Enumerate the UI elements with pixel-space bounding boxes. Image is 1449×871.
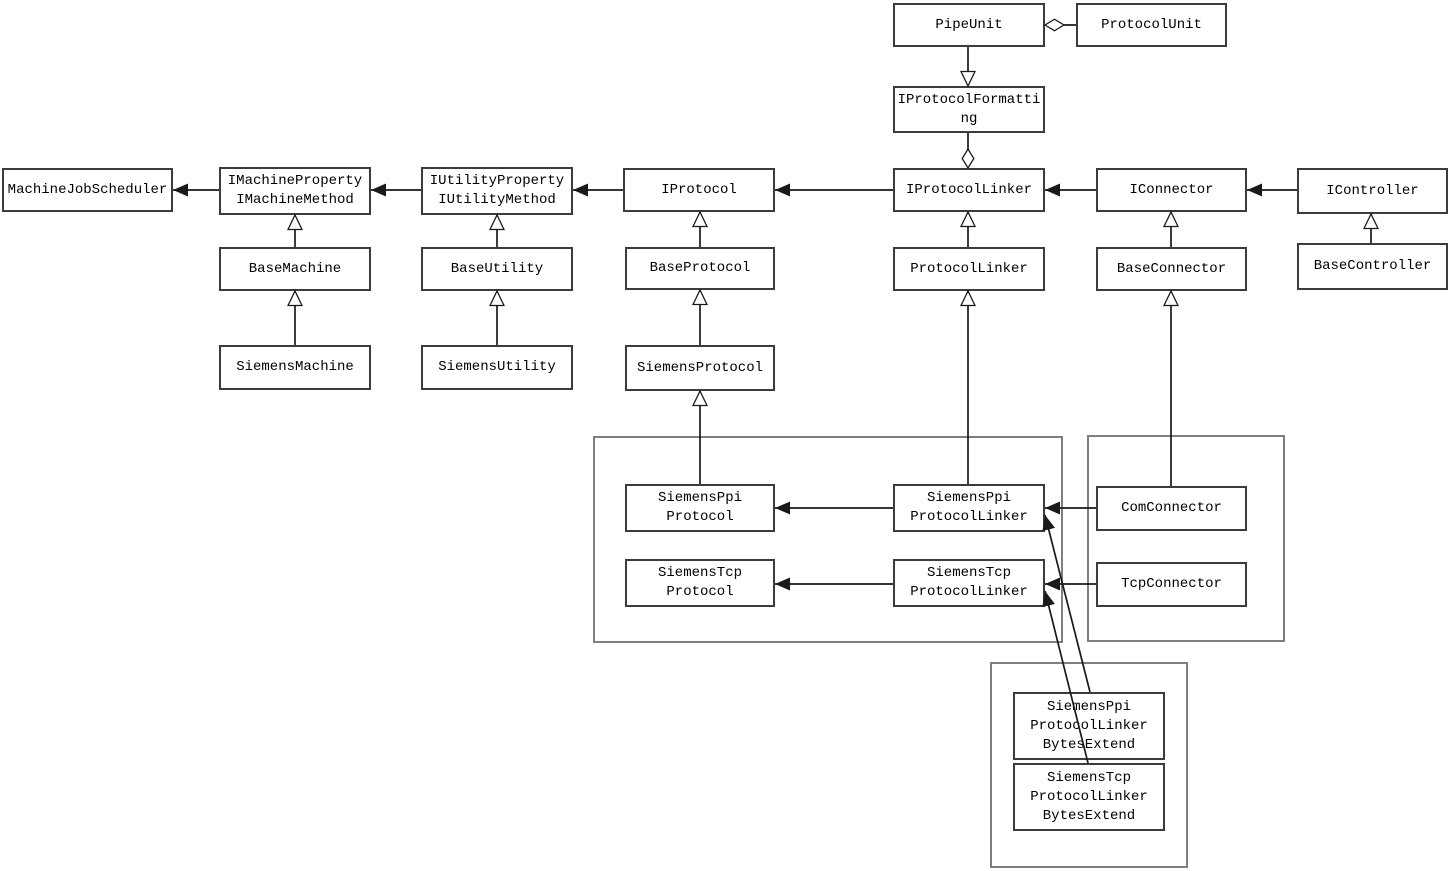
class-SiemensUtility: SiemensUtility — [421, 345, 573, 390]
class-BaseProtocol: BaseProtocol — [625, 247, 775, 290]
class-SiemensMachine: SiemensMachine — [219, 345, 371, 390]
class-label-line: SiemensPpi — [1046, 698, 1131, 715]
class-label-line: ProtocolLinker — [910, 509, 1028, 525]
class-label-line: SiemensPpi — [926, 490, 1011, 506]
class-label-line: IController — [1326, 182, 1419, 199]
class-label-line: IMachineProperty — [227, 173, 363, 189]
class-label-line: BytesExtend — [1042, 807, 1136, 824]
class-label-line: ComConnector — [1121, 500, 1222, 516]
class-label-line: ng — [960, 110, 978, 127]
class-BaseMachine: BaseMachine — [219, 247, 371, 291]
class-label-line: ProtocolUnit — [1101, 16, 1202, 33]
class-label-line: BaseMachine — [248, 260, 342, 277]
class-label-line: ProtocolLinker — [910, 584, 1028, 600]
class-IProtocol: IProtocol — [623, 168, 775, 212]
class-label-line: IProtocolFormatti — [897, 91, 1041, 108]
class-IConnector: IConnector — [1096, 168, 1247, 212]
group-siemens-protocol-and-linker-group — [593, 436, 1063, 643]
class-label-line: SiemensTcp — [1046, 769, 1131, 786]
class-ProtocolUnit: ProtocolUnit — [1076, 3, 1227, 47]
class-label-line: SiemensMachine — [236, 359, 354, 375]
class-label-line: BaseProtocol — [649, 260, 751, 276]
class-SiemensProtocol: SiemensProtocol — [625, 345, 775, 391]
class-label-line: SiemensUtility — [438, 359, 556, 375]
class-label-line: BaseController — [1313, 258, 1432, 274]
class-label-line: ProtocolLinker — [1030, 788, 1148, 805]
class-label-line: IProtocol — [661, 181, 737, 198]
class-label-line: Protocol — [666, 509, 734, 525]
class-label-line: IMachineMethod — [236, 192, 354, 208]
class-BaseConnector: BaseConnector — [1096, 247, 1247, 291]
class-TcpConnector: TcpConnector — [1096, 562, 1247, 607]
class-BaseController: BaseController — [1297, 243, 1448, 290]
group-connector-group — [1087, 435, 1285, 642]
class-label-line: ProtocolLinker — [1030, 717, 1148, 734]
class-label-line: SiemensTcp — [926, 565, 1011, 581]
class-IController: IController — [1297, 168, 1448, 214]
class-label-line: SiemensProtocol — [636, 359, 764, 376]
class-label-line: IConnector — [1129, 181, 1214, 198]
class-ComConnector: ComConnector — [1096, 486, 1247, 531]
class-label-line: IUtilityMethod — [438, 192, 556, 208]
class-label-line: BaseConnector — [1116, 260, 1227, 277]
class-label-line: IProtocolLinker — [905, 181, 1033, 198]
class-label-line: BaseUtility — [450, 260, 544, 277]
class-label-line: MachineJobScheduler — [7, 181, 168, 198]
class-label-line: BytesExtend — [1042, 736, 1136, 753]
class-label-line: SiemensTcp — [657, 565, 742, 581]
class-IProtocolFormatting: IProtocolFormatti ng — [893, 86, 1045, 133]
class-MachineJobScheduler: MachineJobScheduler — [2, 168, 173, 212]
class-label-line: TcpConnector — [1121, 576, 1222, 592]
class-label-line: SiemensPpi — [657, 490, 742, 506]
class-label-line: IUtilityProperty — [429, 173, 565, 189]
class-label-line: Protocol — [666, 584, 734, 600]
class-label-line: PipeUnit — [935, 16, 1003, 33]
class-label-line: ProtocolLinker — [910, 260, 1028, 277]
class-IProtocolLinker: IProtocolLinker — [893, 168, 1045, 212]
class-BaseUtility: BaseUtility — [421, 247, 573, 291]
class-PipeUnit: PipeUnit — [893, 3, 1045, 47]
class-ProtocolLinker: ProtocolLinker — [893, 247, 1045, 291]
